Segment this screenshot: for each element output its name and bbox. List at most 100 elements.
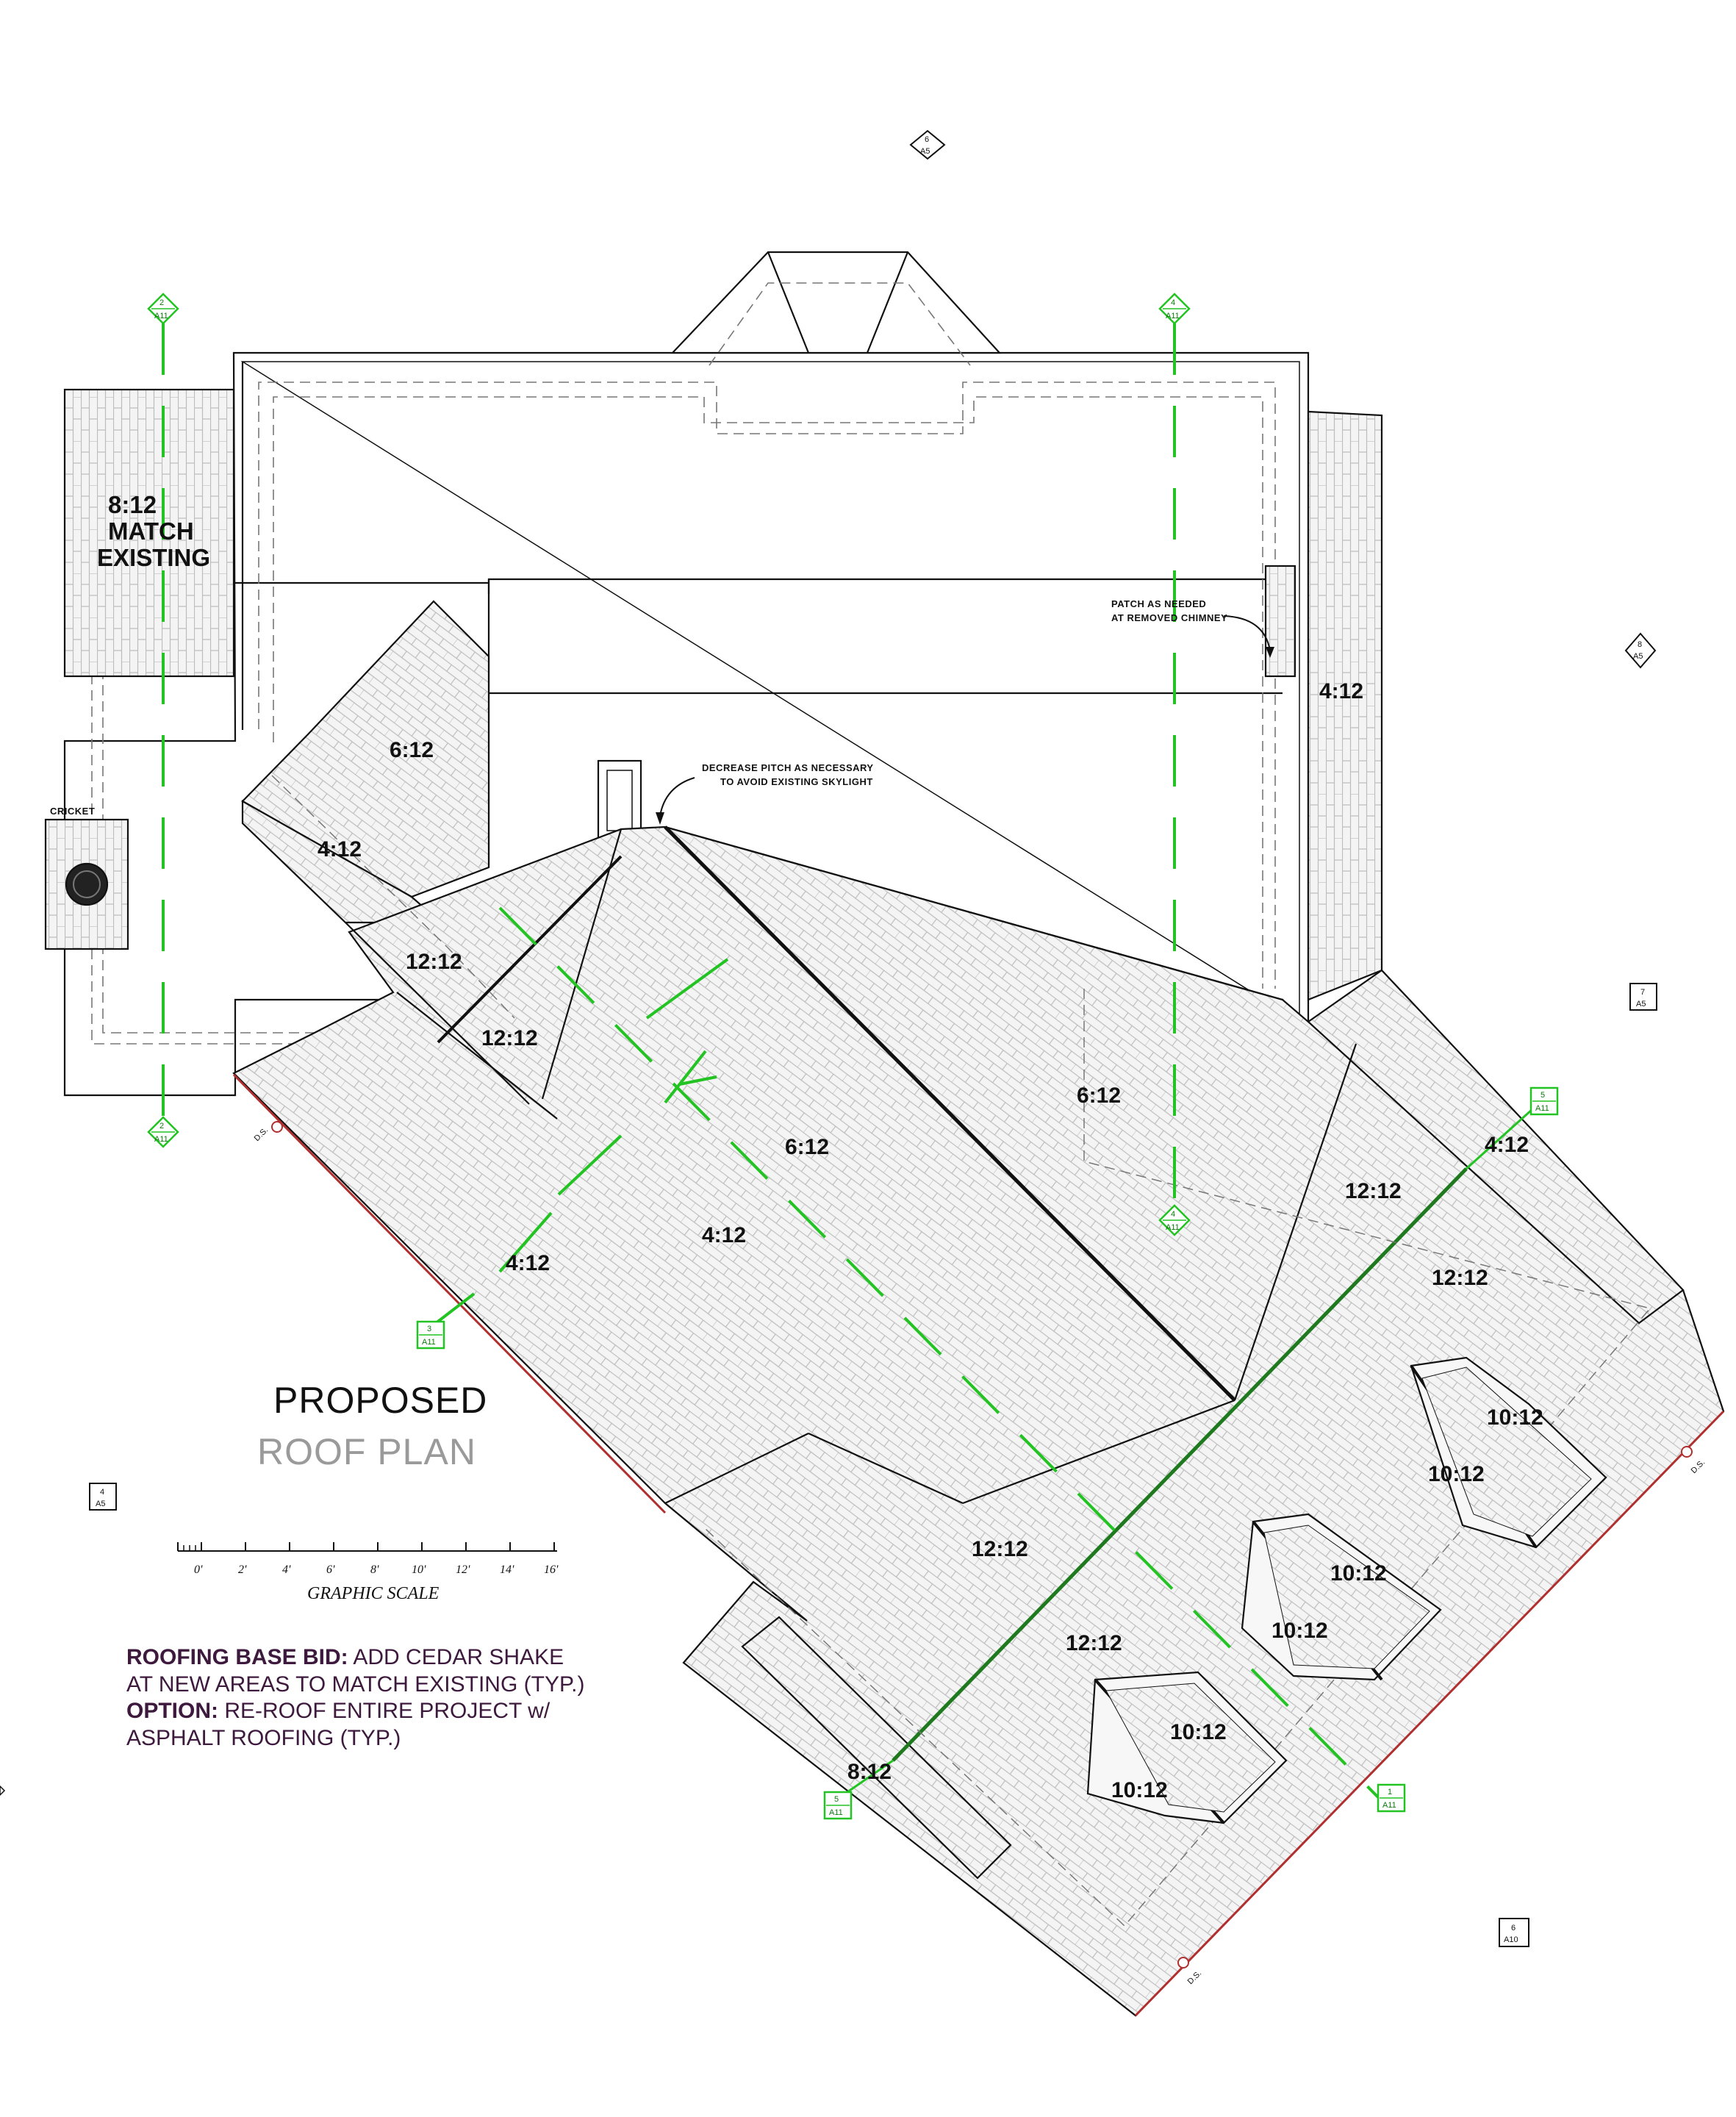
- svg-text:A5: A5: [1636, 1000, 1646, 1009]
- svg-text:3: 3: [427, 1325, 431, 1333]
- pitch-12-12-c: 12:12: [1345, 1179, 1402, 1203]
- dormer-1: [1410, 1356, 1607, 1549]
- dormer-3: [1086, 1671, 1288, 1824]
- base-bid-text-2: AT NEW AREAS TO MATCH EXISTING (TYP.): [126, 1672, 585, 1697]
- pitch-10-12-d: 10:12: [1271, 1619, 1328, 1643]
- elevation-tag-6-a5: 6 A5: [909, 129, 946, 160]
- scale-tick-2: 2': [238, 1563, 247, 1576]
- pitch-12-12-d: 12:12: [1432, 1266, 1488, 1290]
- hip-upper: [664, 825, 1283, 1001]
- scale-tick-0: 0': [194, 1563, 203, 1576]
- svg-text:4: 4: [1171, 1210, 1175, 1219]
- hip-right: [1233, 1043, 1357, 1401]
- pitch-10-12-f: 10:12: [1111, 1778, 1168, 1802]
- valley-lower: [664, 1433, 809, 1504]
- svg-text:A11: A11: [1382, 1801, 1396, 1810]
- svg-text:A11: A11: [1166, 1223, 1180, 1232]
- ridge-12-12: [437, 855, 623, 1044]
- section-marker-4-bottom: 4 A11: [1158, 1204, 1191, 1236]
- section-marker-2-bottom: 2 A11: [147, 1116, 179, 1148]
- removed-chimney-patch: [1264, 565, 1296, 678]
- svg-text:1: 1: [1388, 1788, 1392, 1797]
- marker-number: 2: [159, 298, 164, 307]
- title-roof-plan: ROOF PLAN: [257, 1431, 476, 1472]
- section-line-1: [498, 906, 1380, 1799]
- elevation-tag-7-a5: 7 A5: [1629, 983, 1657, 1011]
- title-proposed: PROPOSED: [273, 1380, 488, 1421]
- svg-text:A11: A11: [154, 1135, 168, 1144]
- graphic-scale-caption: GRAPHIC SCALE: [307, 1584, 440, 1603]
- svg-text:A11: A11: [422, 1338, 436, 1347]
- scale-tick-16: 16': [544, 1563, 559, 1576]
- new-addition-roof: D.S. D.S. D.S.: [232, 600, 1725, 2017]
- section-marker-4-top: 4 A11: [1158, 293, 1191, 325]
- pitch-10-12-a: 10:12: [1487, 1405, 1543, 1430]
- gutter-right: [1134, 1410, 1725, 2017]
- gutter-left: [232, 1073, 667, 1514]
- bay-hip-right: [866, 251, 909, 354]
- patch-note-line1: PATCH AS NEEDED: [1111, 598, 1206, 609]
- pitch-4-12-right: 4:12: [1319, 679, 1363, 703]
- bay-hip-left: [767, 251, 810, 354]
- base-bid-text-1: ADD CEDAR SHAKE: [353, 1645, 564, 1669]
- patch-note-line2: AT REMOVED CHIMNEY: [1111, 612, 1227, 623]
- marker-sheet: A11: [154, 312, 168, 320]
- decrease-arrow: [659, 777, 695, 817]
- option-line1: OPTION: RE-ROOF ENTIRE PROJECT w/: [126, 1698, 685, 1725]
- decrease-note-line2: TO AVOID EXISTING SKYLIGHT: [720, 776, 873, 787]
- svg-text:6: 6: [1511, 1924, 1516, 1932]
- match-existing-3: EXISTING: [97, 544, 210, 571]
- left-wing-shingles: [63, 388, 235, 678]
- scale-tick-6: 6': [326, 1563, 335, 1576]
- pitch-12-12-e: 12:12: [972, 1537, 1028, 1561]
- roofing-bid-notes: ROOFING BASE BID: ADD CEDAR SHAKE AT NEW…: [126, 1644, 685, 1752]
- option-label: OPTION:: [126, 1699, 218, 1724]
- lower-strip-8-12: [741, 1616, 1012, 1880]
- pitch-12-12-a: 12:12: [406, 950, 462, 974]
- pitch-8-12-top: 8:12: [108, 491, 157, 518]
- scale-tick-14: 14': [500, 1563, 514, 1576]
- svg-text:A5: A5: [96, 1500, 105, 1508]
- pitch-4-12-c: 4:12: [702, 1223, 746, 1247]
- title-block: PROPOSED ROOF PLAN: [243, 1382, 537, 1470]
- svg-text:7: 7: [1640, 988, 1645, 997]
- pitch-10-12-e: 10:12: [1170, 1720, 1227, 1744]
- svg-text:6: 6: [925, 135, 929, 144]
- svg-text:A11: A11: [1535, 1104, 1549, 1113]
- svg-text:A10: A10: [1504, 1935, 1518, 1944]
- svg-text:8: 8: [1638, 640, 1642, 649]
- pitch-8-12-bottom: 8:12: [847, 1760, 892, 1784]
- downspout-label-1: D.S.: [253, 1125, 270, 1143]
- elevation-tag-4-a5: 4 A5: [89, 1483, 117, 1511]
- pitch-6-12-a: 6:12: [390, 738, 434, 762]
- section-marker-5-lower: 5 A11: [823, 1791, 853, 1820]
- section-marker-1: 1 A11: [1377, 1783, 1406, 1813]
- pitch-6-12-c: 6:12: [785, 1135, 829, 1159]
- green-ridge: [892, 1167, 1468, 1762]
- graphic-scale: [177, 1542, 557, 1552]
- existing-skylight-glass: [606, 770, 633, 831]
- scale-tick-10: 10': [412, 1563, 426, 1576]
- patch-arrow: [1223, 615, 1271, 651]
- scale-tick-8: 8': [370, 1563, 379, 1576]
- main-roof-inner: [240, 361, 1300, 1023]
- svg-text:A5: A5: [1633, 652, 1643, 661]
- section-marker-2-top: 2 A11: [147, 293, 179, 325]
- main-ridge: [664, 825, 1236, 1402]
- cricket-label: CRICKET: [50, 806, 95, 817]
- svg-text:4: 4: [100, 1488, 104, 1497]
- downspout-1: [271, 1121, 283, 1133]
- dormer-2: [1241, 1513, 1442, 1681]
- pitch-12-12-f: 12:12: [1066, 1631, 1122, 1655]
- svg-text:A11: A11: [829, 1808, 843, 1817]
- base-bid-label: ROOFING BASE BID:: [126, 1645, 348, 1669]
- option-text-2: ASPHALT ROOFING (TYP.): [126, 1725, 401, 1750]
- scale-tick-12: 12': [456, 1563, 470, 1576]
- decrease-note-line1: DECREASE PITCH AS NECESSARY: [702, 762, 874, 773]
- hip-left: [541, 828, 623, 1100]
- svg-text:A5: A5: [920, 147, 930, 156]
- chimney-flue: [65, 862, 109, 906]
- downspout-label-3: D.S.: [1186, 1969, 1204, 1986]
- downspout-2: [1681, 1446, 1693, 1458]
